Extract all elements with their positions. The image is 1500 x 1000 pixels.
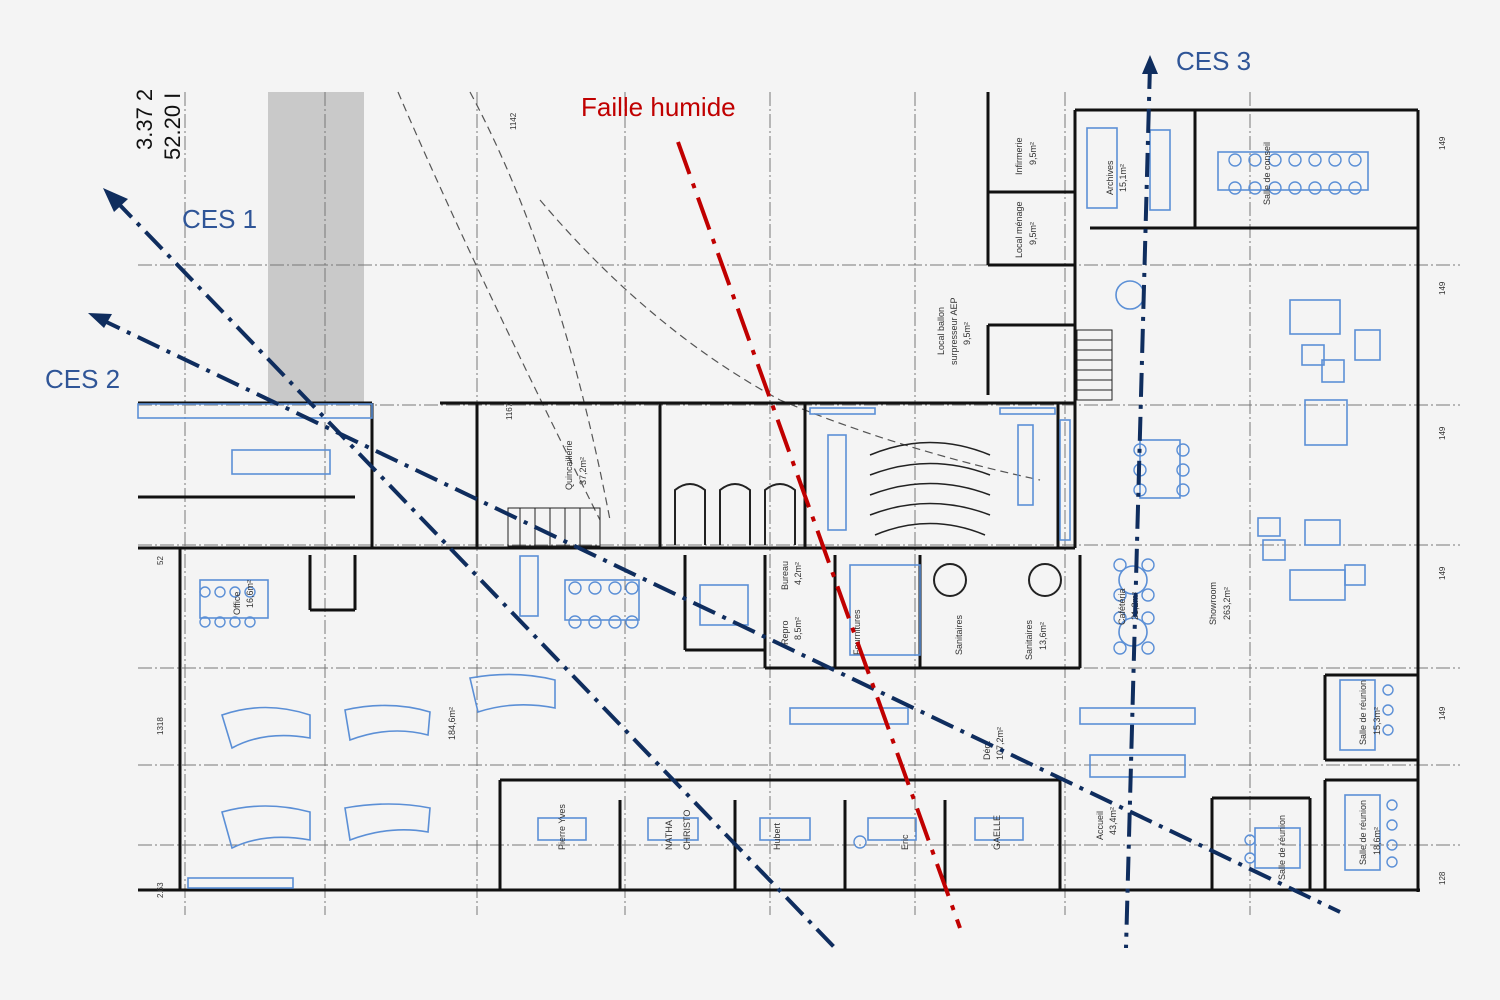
label-repro: Repro <box>780 620 790 645</box>
office-name-1: NATHA <box>664 820 674 850</box>
label-accueil: Accueil <box>1095 811 1105 840</box>
ces1-line <box>113 198 837 950</box>
label-salle-reunion-3: Salle de réunion <box>1277 815 1287 880</box>
label-sanitaires-2: Sanitaires <box>1024 619 1034 660</box>
dim-1167: 1167 <box>505 402 514 420</box>
label-archives: Archives <box>1105 160 1115 195</box>
wc-cubicles <box>674 483 1062 597</box>
office-name-2: CHRISTO <box>682 810 692 850</box>
label-quincaillerie-area: 37,2m² <box>578 457 588 485</box>
label-accueil-area: 43,4m² <box>1108 807 1118 835</box>
grey-block <box>268 92 364 404</box>
label-salle-reunion-1-area: 15,3m² <box>1372 707 1382 735</box>
ces-arrowheads <box>88 55 1158 328</box>
office-names: Pierre Yves NATHA CHRISTO Hubert Eric GA… <box>557 804 1002 850</box>
label-office: Office <box>232 592 242 615</box>
label-local-ballon: Local ballon <box>936 307 946 355</box>
ces3-arrowhead <box>1142 55 1158 74</box>
label-open-area: 184,6m² <box>447 707 457 740</box>
office-name-4: Eric <box>900 834 910 850</box>
label-salle-conseil: Salle de conseil <box>1262 142 1272 205</box>
label-fournitures: Fournitures <box>852 609 862 655</box>
label-showroom-area: 263,2m² <box>1222 587 1232 620</box>
room-labels: Infirmerie 9,5m² Local ménage 9,5m² Loca… <box>232 137 1382 880</box>
office-name-0: Pierre Yves <box>557 804 567 850</box>
header-number-2: 52.20 I <box>160 93 185 160</box>
label-office-area: 16,6m² <box>245 580 255 608</box>
dim-2-63: 2.63 <box>156 882 165 898</box>
label-local-menage-area: 9,5m² <box>1028 222 1038 245</box>
label-salle-reunion-1: Salle de réunion <box>1358 680 1368 745</box>
dim-128: 128 <box>1438 871 1447 885</box>
label-infirmerie: Infirmerie <box>1014 137 1024 175</box>
label-repro-area: 8,5m² <box>793 617 803 640</box>
structural-grid <box>138 92 1460 915</box>
label-salle-reunion-2-area: 18,6m² <box>1372 827 1382 855</box>
dim-1318: 1318 <box>156 717 165 735</box>
ces2-arrowhead <box>88 313 112 328</box>
furniture <box>137 127 1381 889</box>
ces2-line <box>97 316 1341 914</box>
label-quincaillerie: Quincaillerie <box>564 440 574 490</box>
label-salle-reunion-2: Salle de réunion <box>1358 800 1368 865</box>
label-degt: Dégt <box>982 740 992 760</box>
dim-149-d: 149 <box>1438 566 1447 580</box>
dashed-curves <box>397 91 1041 521</box>
label-archives-area: 15,1m² <box>1118 164 1128 192</box>
dim-52: 52 <box>156 556 165 565</box>
label-surpresseur: surpresseur AEP <box>949 297 959 365</box>
ces3-line <box>1124 64 1152 949</box>
faille-label: Faille humide <box>581 92 736 122</box>
dim-149-a: 149 <box>1438 136 1447 150</box>
ces1-label: CES 1 <box>182 204 257 234</box>
header-number-1: 3.37 2 <box>132 89 157 150</box>
label-local-menage: Local ménage <box>1014 201 1024 258</box>
label-local-ballon-area: 9,5m² <box>962 322 972 345</box>
faille-humide-line <box>676 141 962 929</box>
ces3-label: CES 3 <box>1176 46 1251 76</box>
stairs <box>507 329 1113 547</box>
dimension-labels: 1318 1142 1167 2.63 52 149 149 149 149 1… <box>156 112 1447 898</box>
dim-1142: 1142 <box>509 112 518 130</box>
dim-149-b: 149 <box>1438 281 1447 295</box>
label-cafeteria: Cafétéria <box>1117 588 1127 625</box>
curved-fixtures <box>869 441 991 536</box>
ces1-arrowhead <box>103 188 128 212</box>
label-sanitaires-area: 13,6m² <box>1038 622 1048 650</box>
office-name-5: GAELLE <box>992 815 1002 850</box>
ces-lines <box>97 64 1341 950</box>
chairs <box>199 153 1398 868</box>
office-name-3: Hubert <box>772 822 782 850</box>
label-infirmerie-area: 9,5m² <box>1028 142 1038 165</box>
dim-149-e: 149 <box>1438 706 1447 720</box>
dim-149-c: 149 <box>1438 426 1447 440</box>
label-showroom: Showroom <box>1208 582 1218 625</box>
label-degt-area: 107,2m² <box>995 727 1005 760</box>
label-sanitaires-1: Sanitaires <box>954 614 964 655</box>
label-bureau: Bureau <box>780 561 790 590</box>
ces2-label: CES 2 <box>45 364 120 394</box>
label-bureau-area: 4,2m² <box>793 562 803 585</box>
